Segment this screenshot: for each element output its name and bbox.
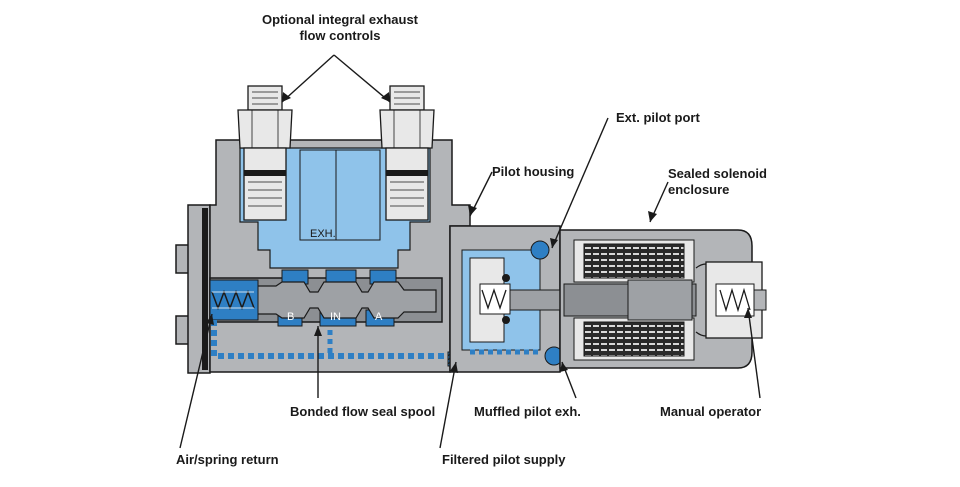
- filtered-pilot-supply-label: Filtered pilot supply: [442, 452, 566, 467]
- bonded-flow-seal-spool-label: Bonded flow seal spool: [290, 404, 436, 419]
- port-a-label: A: [375, 311, 383, 323]
- sealed-solenoid-label: Sealed solenoid enclosure: [668, 166, 767, 198]
- exhaust-flow-control-right: [379, 85, 435, 221]
- pilot-housing: [449, 225, 565, 373]
- exhaust-flow-controls-label: Optional integral exhaust flow controls: [250, 12, 430, 44]
- pilot-housing-label: Pilot housing: [492, 164, 575, 179]
- exh-label: EXH.: [310, 228, 336, 240]
- manual-operator: [705, 261, 767, 339]
- air-spring-return-label: Air/spring return: [176, 452, 279, 467]
- sealed-solenoid-line1: Sealed solenoid: [668, 166, 767, 181]
- manual-operator-label: Manual operator: [660, 404, 762, 419]
- exhaust-flow-controls-line2: flow controls: [299, 28, 381, 43]
- muffled-pilot-exh-label: Muffled pilot exh.: [474, 404, 581, 419]
- port-in-label: IN: [330, 311, 341, 323]
- exhaust-flow-control-left: [237, 85, 293, 221]
- arrowheads: [206, 92, 752, 373]
- sealed-solenoid-line2: enclosure: [668, 182, 730, 197]
- solenoid-enclosure: [559, 229, 753, 369]
- ext-pilot-port-label: Ext. pilot port: [616, 110, 700, 125]
- port-b-label: B: [287, 311, 295, 323]
- left-end-cap: [175, 204, 211, 374]
- leader-lines: [179, 54, 761, 449]
- exhaust-flow-controls-line1: Optional integral exhaust: [261, 12, 419, 27]
